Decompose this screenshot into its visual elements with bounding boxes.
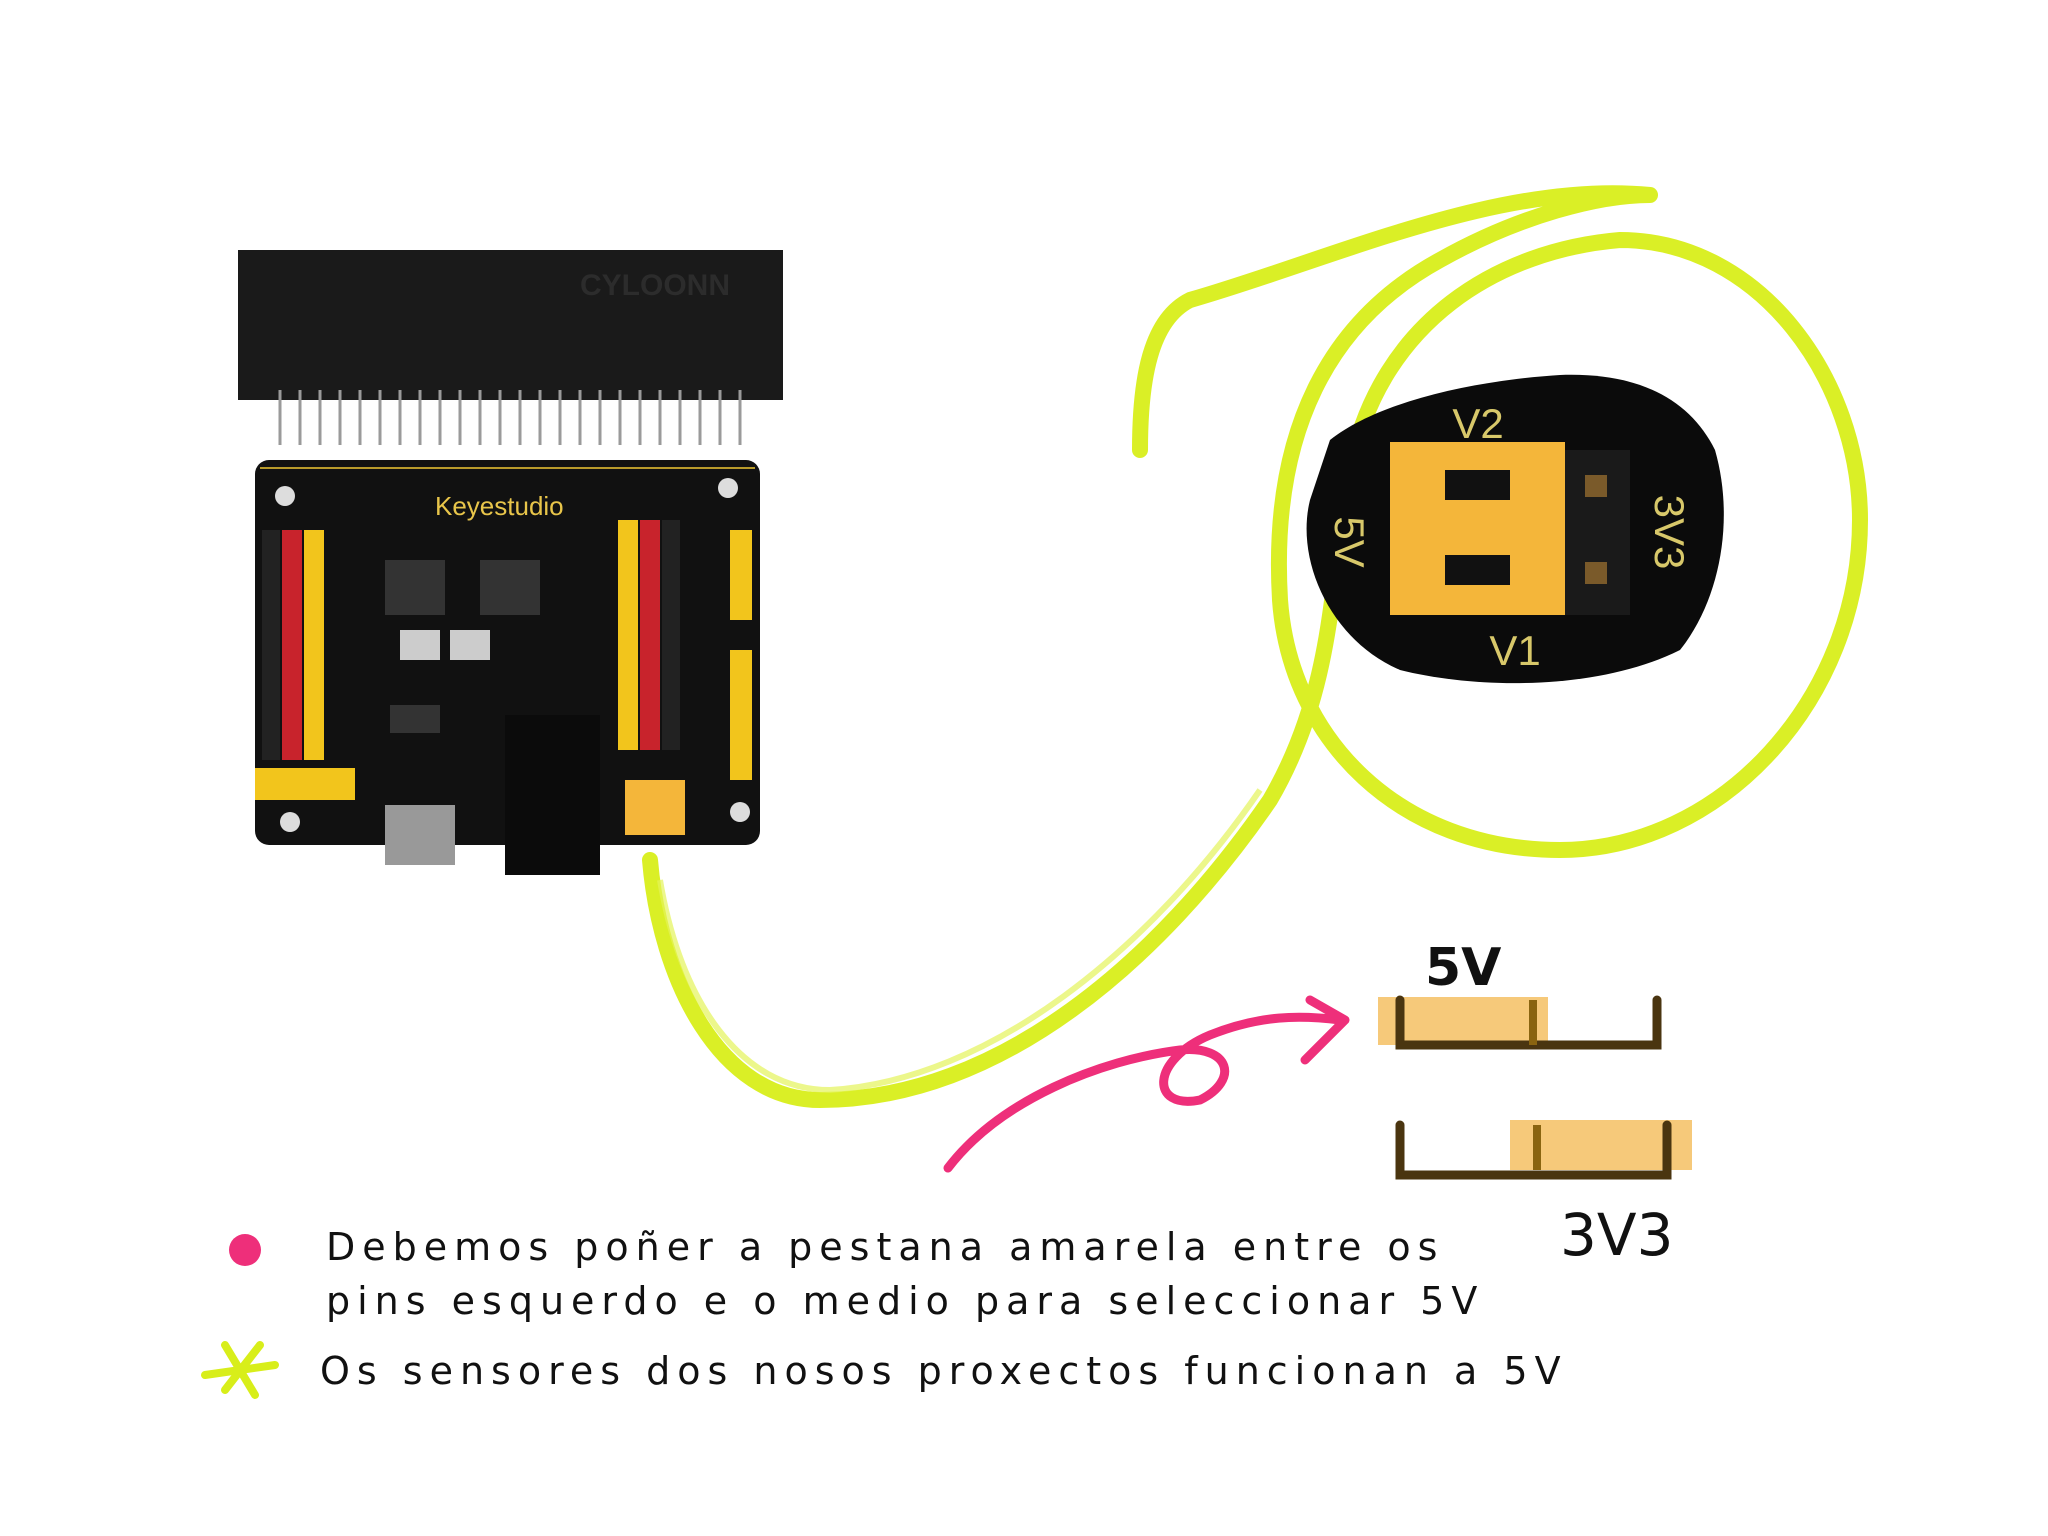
- jumper-diagram-5v: 5V: [1378, 938, 1662, 1050]
- note-line: pins esquerdo e o medio para seleccionar…: [326, 1279, 1485, 1323]
- label-3v3: 3V3: [1646, 495, 1693, 570]
- label-v2: V2: [1452, 400, 1503, 447]
- jumper-closeup-photo: V2 V1 5V 3V3: [1306, 374, 1724, 684]
- note-sensors-5v: Os sensores dos nosos proxectos funciona…: [320, 1344, 1568, 1398]
- connector-brand: CYLOONN: [580, 269, 730, 302]
- diagram-label-3v3: 3V3: [1560, 1201, 1673, 1269]
- lime-star-icon: [201, 1341, 279, 1399]
- lime-loop-stroke: [642, 185, 1869, 1109]
- note-5v-jumper: Debemos poñer a pestana amarela entre os…: [326, 1220, 1484, 1328]
- pink-arrow: [943, 1012, 1345, 1173]
- diagram-label-5v: 5V: [1425, 938, 1501, 998]
- jumper-diagram-3v3: 3V3: [1395, 1120, 1692, 1269]
- keyestudio-board-photo: CYLOONN Keyestudio: [238, 250, 783, 875]
- note-line: Debemos poñer a pestana amarela entre os: [326, 1225, 1445, 1269]
- note-line: Os sensores dos nosos proxectos funciona…: [320, 1349, 1568, 1393]
- pink-dot-icon: [229, 1234, 261, 1266]
- label-v1: V1: [1489, 627, 1540, 674]
- board-brand: Keyestudio: [435, 491, 564, 521]
- label-5v: 5V: [1326, 516, 1373, 567]
